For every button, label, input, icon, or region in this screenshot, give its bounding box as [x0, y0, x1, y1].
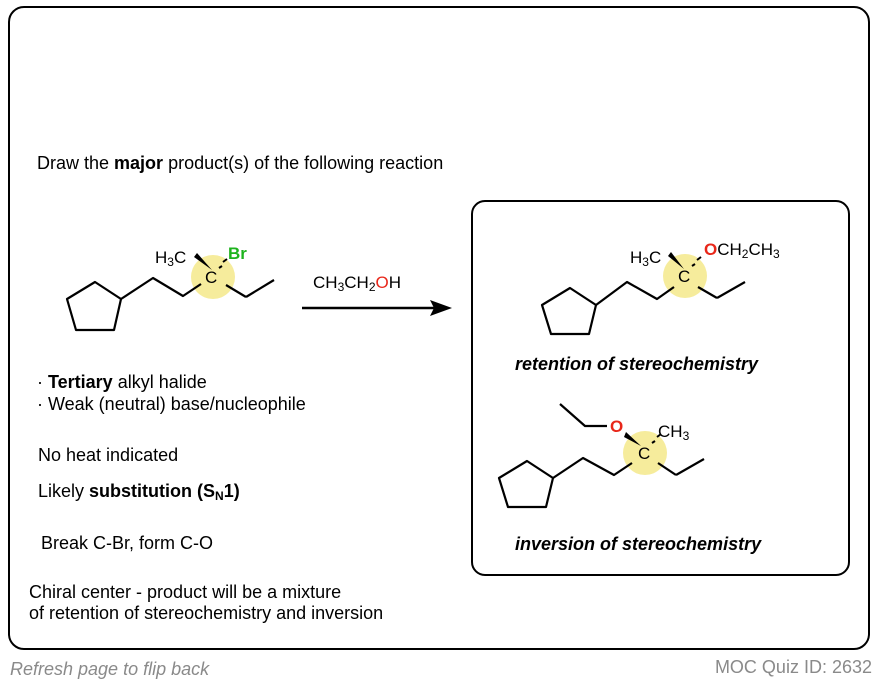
- hash-bond: [651, 433, 662, 444]
- stereocenter-highlight: [191, 255, 235, 299]
- cyclopentane-ring: [497, 459, 555, 509]
- retention-center-carbon: C: [678, 267, 691, 286]
- question-prompt: Draw the major product(s) of the followi…: [37, 153, 443, 173]
- prompt-bold: major: [114, 153, 164, 173]
- retention-ether-label: OCH2CH3: [704, 240, 780, 261]
- hash-bond: [691, 256, 702, 267]
- retention-caption: retention of stereochemistry: [515, 354, 759, 374]
- quiz-id: MOC Quiz ID: 2632: [714, 657, 872, 677]
- carbon-chain: [120, 276, 202, 300]
- quiz-card: [8, 6, 870, 650]
- ethyl-bond: [225, 284, 247, 298]
- inversion-methyl-label: CH3: [658, 422, 690, 443]
- cyclopentane-ring: [65, 280, 123, 332]
- ethyl-bond: [657, 462, 677, 476]
- reactant-methyl-label: H3C: [155, 248, 187, 269]
- note-chiral-line-1: Chiral center - product will be a mixtur…: [29, 582, 342, 602]
- wedge-bond: [194, 253, 212, 270]
- inversion-center-carbon: C: [638, 444, 651, 463]
- answer-box: [471, 200, 850, 576]
- note-likely-sn1: Likely substitution (SN1): [38, 481, 240, 503]
- wedge-bond: [668, 252, 684, 269]
- inversion-oxygen-label: O: [610, 417, 624, 436]
- inversion-product-molecule: [497, 403, 705, 509]
- note-tertiary: · Tertiary alkyl halide: [37, 372, 207, 392]
- note-chiral-line-2: of retention of stereochemistry and inve…: [29, 603, 384, 623]
- retention-product-molecule: [540, 252, 746, 336]
- reaction-arrow: [302, 300, 452, 316]
- reactant-molecule: [65, 253, 275, 332]
- note-weak-base: · Weak (neutral) base/nucleophile: [37, 394, 306, 414]
- flip-back-hint: Refresh page to flip back: [10, 659, 210, 679]
- ethyl-bond-2: [716, 281, 746, 299]
- carbon-chain: [552, 456, 633, 479]
- retention-methyl-label: H3C: [630, 248, 662, 269]
- prompt-suffix: product(s) of the following reaction: [163, 153, 444, 173]
- reactant-bromine-label: Br: [228, 244, 247, 263]
- reagent-oxygen: O: [375, 273, 389, 292]
- reactant-center-carbon: C: [205, 268, 218, 287]
- cyclopentane-ring: [540, 286, 598, 336]
- ethoxy-chain: [559, 403, 607, 428]
- note-no-heat: No heat indicated: [38, 445, 179, 465]
- hash-bond: [218, 258, 228, 269]
- ethyl-bond-2: [245, 279, 275, 298]
- ethyl-bond-2: [675, 458, 705, 476]
- ethyl-bond: [697, 286, 718, 299]
- note-bonds: Break C-Br, form C-O: [41, 533, 214, 553]
- carbon-chain: [595, 280, 675, 306]
- prompt-prefix: Draw the: [37, 153, 115, 173]
- wedge-bond: [624, 432, 641, 446]
- reagent-ethanol: CH3CH2OH: [313, 273, 402, 294]
- inversion-caption: inversion of stereochemistry: [515, 534, 762, 554]
